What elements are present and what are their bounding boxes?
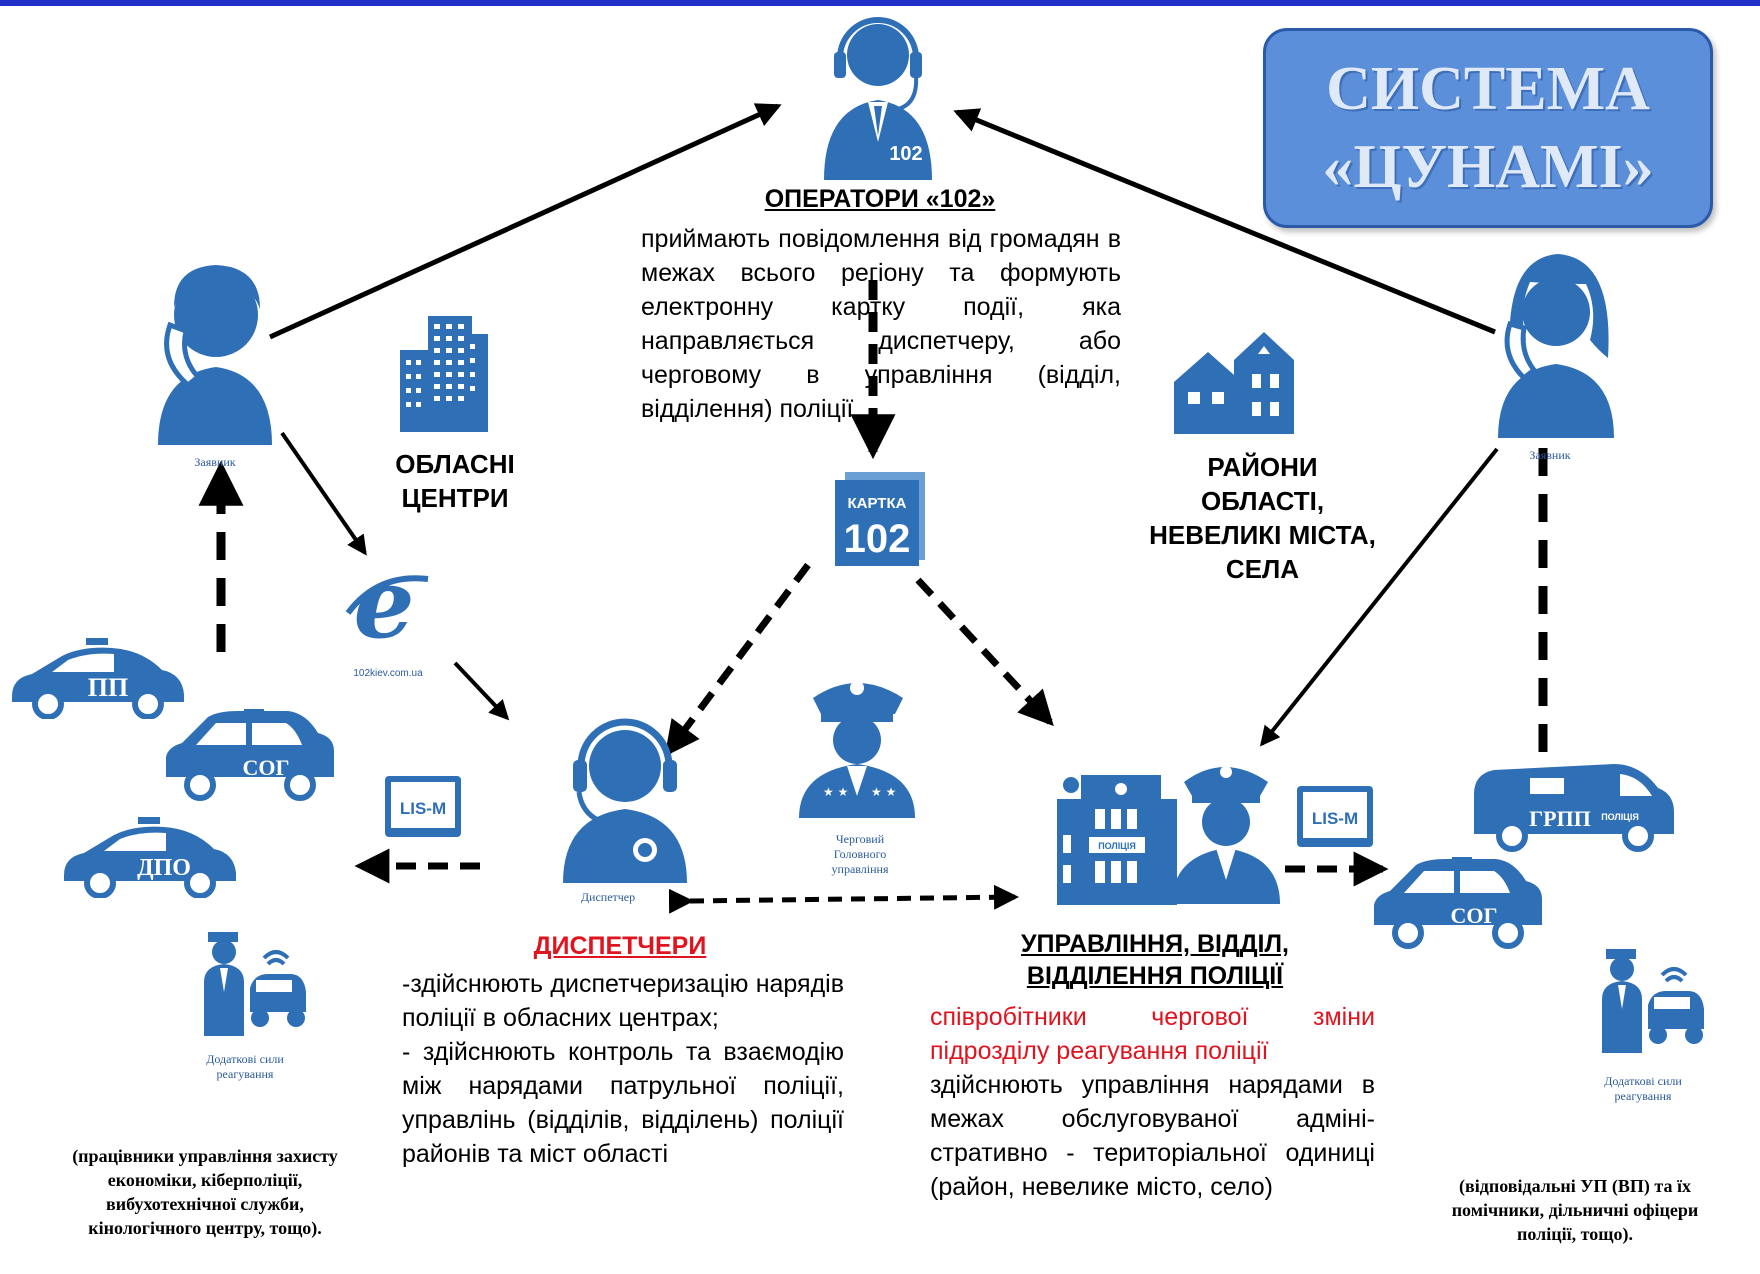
car-dpo-label: ДПО <box>137 855 191 881</box>
police-unit-staff: співробітники чергової зміни підрозділу … <box>930 1003 1375 1065</box>
operators-header: ОПЕРАТОРИ «102» <box>764 185 996 213</box>
dispatchers-duty-1: -здійснюють диспетчеризацію нарядів полі… <box>402 970 844 1032</box>
car-pp-label: ПП <box>88 673 128 702</box>
regional-centers-label: ОБЛАСНІ ЦЕНТРИ <box>395 449 515 513</box>
arrow-right-caller-to-police <box>1260 447 1499 747</box>
operator-badge-text: 102 <box>889 143 922 165</box>
car-sog-right-label: СОГ <box>1451 903 1498 928</box>
dispatcher-caption: Диспетчер <box>580 890 636 904</box>
patrol-car-dpo: ДПО <box>60 813 240 898</box>
lis-m-tablet-left: LIS-M <box>383 774 463 839</box>
patrol-car-sog-left: СОГ <box>162 707 338 802</box>
system-title: СИСТЕМА «ЦУНАМІ» <box>1322 55 1654 201</box>
arrow-web-to-dispatcher <box>453 661 510 721</box>
system-title-box: СИСТЕМА «ЦУНАМІ» <box>1263 28 1713 228</box>
districts-label: РАЙОНИ ОБЛАСТІ, НЕВЕЛИКІ МІСТА, СЕЛА <box>1149 452 1376 584</box>
van-grpp-label: ГРПП <box>1529 806 1591 831</box>
right-caller-phone-icon <box>1490 248 1620 438</box>
operator-headset-icon: 102 <box>818 10 938 180</box>
right-forces-note: (відповідальні УП (ВП) та їх помічники, … <box>1451 1176 1699 1244</box>
duty-officer-icon: ★ ★ ★ ★ <box>795 668 920 818</box>
police-unit-description: співробітники чергової зміни підрозділу … <box>930 1000 1375 1204</box>
dispatchers-header: ДИСПЕТЧЕРИ <box>533 932 707 960</box>
dispatcher-headset-icon <box>555 708 695 883</box>
left-caller-phone-icon <box>148 255 278 445</box>
card-102-icon: КАРТКА 102 <box>831 470 929 568</box>
police-officer-icon <box>1170 752 1282 904</box>
svg-text:★ ★: ★ ★ <box>823 785 848 799</box>
left-forces-note: (працівники управління захисту економіки… <box>72 1146 338 1238</box>
left-caller-caption: Заявник <box>194 455 236 469</box>
arrow-right-caller-to-operators <box>953 108 1496 335</box>
arrow-card-to-dispatcher <box>664 562 811 757</box>
extra-forces-left-icon <box>198 928 308 1038</box>
arrow-dispatcher-police-link <box>668 884 1019 914</box>
building-sign-text: ПОЛІЦІЯ <box>1098 841 1136 851</box>
card-number: 102 <box>844 517 911 561</box>
police-unit-header: УПРАВЛІННЯ, ВІДДІЛ, ВІДДІЛЕННЯ ПОЛІЦІЇ <box>1021 930 1289 990</box>
top-border <box>0 0 1760 6</box>
dispatchers-duty-2: - здійснюють контроль та взаємодію між н… <box>402 1038 844 1168</box>
extra-forces-left-caption: Додаткові сили реагування <box>206 1052 284 1081</box>
houses-icon <box>1172 330 1312 436</box>
internet-browser-icon: e <box>342 555 442 665</box>
arrow-card-to-police <box>915 577 1054 727</box>
website-caption: 102kiev.com.ua <box>353 668 423 679</box>
dispatchers-description: -здійснюють диспетчеризацію нарядів полі… <box>402 967 844 1171</box>
right-caller-caption: Заявник <box>1529 448 1571 462</box>
lis-m-left-label: LIS-M <box>400 799 446 818</box>
city-buildings-icon <box>398 312 490 432</box>
lis-m-right-label: LIS-M <box>1312 809 1358 828</box>
extra-forces-right-caption: Додаткові сили реагування <box>1604 1074 1682 1103</box>
duty-officer-caption: Черговий Головного управління <box>831 832 889 876</box>
patrol-car-pp: ПП <box>8 634 188 719</box>
svg-text:e: e <box>353 555 414 660</box>
patrol-car-sog-right: СОГ <box>1370 855 1546 950</box>
svg-text:★ ★: ★ ★ <box>871 785 896 799</box>
arrow-left-caller-to-operators <box>268 103 782 340</box>
lis-m-tablet-right: LIS-M <box>1295 784 1375 849</box>
card-label: КАРТКА <box>848 495 907 512</box>
police-van-grpp: ГРПП ПОЛІЦІЯ <box>1470 756 1680 852</box>
van-police-label: ПОЛІЦІЯ <box>1601 812 1639 822</box>
operators-description: приймають повідомлення від громадян в ме… <box>641 225 1121 423</box>
extra-forces-right-icon <box>1596 945 1706 1055</box>
police-unit-duties: здійснюють управління нарядами в межах о… <box>930 1071 1375 1201</box>
car-sog-left-label: СОГ <box>243 755 290 780</box>
arrow-left-caller-to-web <box>280 431 367 556</box>
police-building-icon: ПОЛІЦІЯ <box>1055 755 1180 905</box>
